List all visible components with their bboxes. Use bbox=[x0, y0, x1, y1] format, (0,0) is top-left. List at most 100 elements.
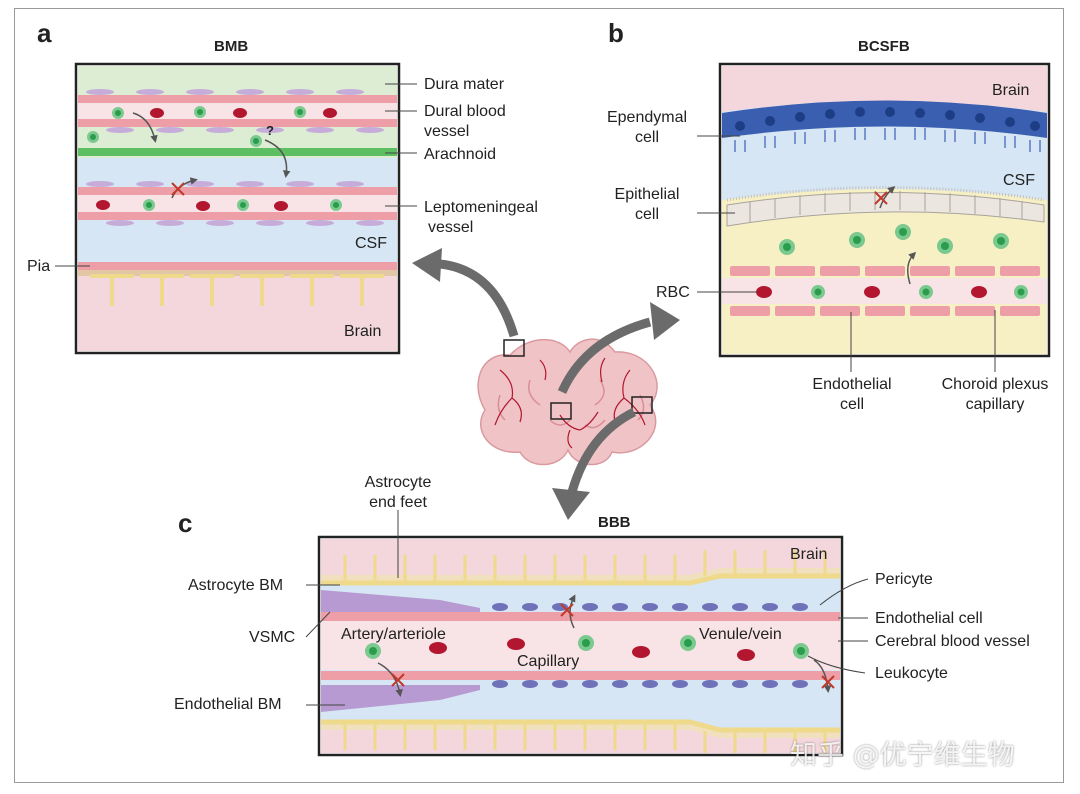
panel-c-title: BBB bbox=[598, 514, 631, 531]
label-dura-mater: Dura mater bbox=[424, 76, 505, 93]
panel-b-bcsfb bbox=[697, 62, 1051, 372]
label-choroid-2: capillary bbox=[965, 396, 1025, 413]
panel-b-letter: b bbox=[608, 18, 624, 48]
label-ependymal-2: cell bbox=[634, 129, 659, 146]
endothelial-layer-c bbox=[321, 612, 840, 680]
brain-layer-a bbox=[78, 268, 397, 351]
leukocyte-cell bbox=[578, 635, 594, 651]
leukocyte-cell bbox=[250, 135, 262, 147]
panel-a-leaders bbox=[55, 83, 417, 267]
leukocyte-cell bbox=[143, 199, 155, 211]
leukocyte-cell bbox=[779, 239, 795, 255]
leukocyte-cell bbox=[793, 643, 809, 659]
brain-layer-b bbox=[722, 66, 1047, 112]
panel-b-leaders bbox=[697, 135, 996, 372]
rbc-cell bbox=[507, 638, 525, 650]
arrow-to-bmb bbox=[439, 259, 519, 338]
rbc-cell bbox=[632, 646, 650, 658]
rbc-cell bbox=[233, 108, 247, 118]
rbc-cell bbox=[274, 201, 288, 211]
rbc-cell bbox=[323, 108, 337, 118]
label-endothelial-b-1: Endothelial bbox=[812, 376, 892, 393]
label-ependymal-1: Ependymal bbox=[606, 109, 688, 126]
bmb-region-box bbox=[503, 339, 525, 357]
leukocyte-cell bbox=[237, 199, 249, 211]
panel-c-letter: c bbox=[178, 508, 193, 538]
rbc-cell bbox=[96, 200, 110, 210]
leukocyte-cell bbox=[937, 238, 953, 254]
panel-c-leaders bbox=[305, 510, 869, 706]
label-astrocyte-feet-1: Astrocyte bbox=[364, 474, 432, 491]
label-arachnoid: Arachnoid bbox=[424, 146, 497, 163]
astrocyte-feet-a bbox=[90, 274, 384, 306]
leukocyte-cell bbox=[294, 106, 306, 118]
figure-frame bbox=[14, 8, 1064, 783]
rbc-cell bbox=[756, 286, 772, 298]
leukocyte-cell bbox=[993, 233, 1009, 249]
panel-a-letter: a bbox=[37, 18, 52, 48]
ependymal-layer bbox=[722, 100, 1047, 152]
leukocyte-cell bbox=[330, 199, 342, 211]
leukocyte-cell bbox=[365, 643, 381, 659]
label-capillary: Capillary bbox=[517, 653, 580, 670]
vsmc-top bbox=[321, 590, 480, 614]
leukocyte-cell bbox=[194, 106, 206, 118]
label-rbc: RBC bbox=[656, 284, 690, 301]
leukocyte-cell bbox=[680, 635, 696, 651]
leukocyte-cell bbox=[895, 224, 911, 240]
label-pia: Pia bbox=[27, 258, 51, 275]
leukocyte-cell bbox=[1014, 285, 1028, 299]
label-brain-a: Brain bbox=[344, 323, 382, 340]
brain-coronal-section bbox=[477, 338, 658, 466]
rbc-cell bbox=[971, 286, 987, 298]
label-pericyte: Pericyte bbox=[875, 571, 933, 588]
label-epithelial-1: Epithelial bbox=[614, 186, 680, 203]
rbc-cell bbox=[737, 649, 755, 661]
leukocyte-cell bbox=[87, 131, 99, 143]
label-brain-c: Brain bbox=[790, 546, 828, 563]
label-artery: Artery/arteriole bbox=[341, 626, 446, 643]
panel-a-title: BMB bbox=[214, 38, 249, 55]
arrow-to-bcsfb bbox=[557, 317, 652, 394]
label-venule: Venule/vein bbox=[699, 626, 782, 643]
label-dural-vessel-2: vessel bbox=[424, 123, 470, 140]
rbc-cell bbox=[196, 201, 210, 211]
pericytes bbox=[492, 603, 808, 688]
migration-arrow bbox=[132, 112, 158, 143]
label-csf-a: CSF bbox=[355, 235, 387, 252]
pia-layer bbox=[78, 262, 397, 270]
leukocyte-cell bbox=[849, 232, 865, 248]
migration-arrow bbox=[813, 659, 832, 693]
arrowhead-bcsfb bbox=[650, 302, 680, 340]
epithelial-layer bbox=[726, 186, 1045, 227]
region-arrows bbox=[439, 259, 652, 494]
label-vsmc: VSMC bbox=[249, 629, 296, 646]
arrowhead-bbb bbox=[552, 488, 590, 520]
label-choroid-1: Choroid plexus bbox=[941, 376, 1049, 393]
label-endothelial-c: Endothelial cell bbox=[875, 610, 983, 627]
vsmc-bottom bbox=[321, 685, 480, 712]
label-endothelial-b-2: cell bbox=[839, 396, 864, 413]
label-astrocyte-feet-2: end feet bbox=[369, 494, 427, 511]
label-leukocyte: Leukocyte bbox=[875, 665, 948, 682]
panel-a-bmb bbox=[55, 62, 417, 355]
migration-arrow bbox=[264, 139, 291, 178]
arachnoid-layer bbox=[78, 148, 397, 156]
label-csf-b: CSF bbox=[1003, 172, 1035, 189]
label-epithelial-2: cell bbox=[634, 206, 659, 223]
leukocyte-cell bbox=[919, 285, 933, 299]
label-question: ? bbox=[266, 123, 274, 138]
rbc-cell bbox=[429, 642, 447, 654]
leukocyte-cell bbox=[811, 285, 825, 299]
label-astrocyte-bm: Astrocyte BM bbox=[188, 577, 284, 594]
label-cerebral-vessel: Cerebral blood vessel bbox=[875, 633, 1030, 650]
blocked-x-icon bbox=[874, 191, 888, 205]
label-leptomeningeal-1: Leptomeningeal bbox=[424, 199, 538, 216]
rbc-cell bbox=[864, 286, 880, 298]
choroid-capillary bbox=[730, 266, 1040, 316]
panel-b-title: BCSFB bbox=[858, 38, 910, 55]
panel-b-box bbox=[718, 62, 1051, 358]
label-leptomeningeal-2: vessel bbox=[428, 219, 474, 236]
rbc-cell bbox=[150, 108, 164, 118]
